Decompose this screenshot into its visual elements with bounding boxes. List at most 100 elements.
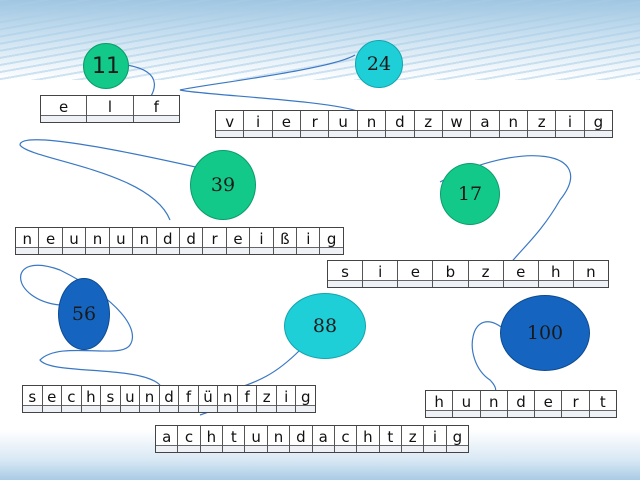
letter-cell: h [356,426,379,452]
letter-cell: z [526,111,556,137]
letter-cell: d [385,111,414,137]
letter-cell: ü [197,386,218,412]
letter-cell: u [328,111,358,137]
letter-cell: e [397,261,433,287]
letter-cell: u [119,386,140,412]
number-88-label: 88 [312,315,338,337]
letter-cell: a [470,111,499,137]
number-88[interactable]: 88 [284,293,366,359]
letter-cell: c [177,426,201,452]
letter-cell: t [378,426,402,452]
letter-cell: n [266,426,290,452]
number-11-label: 11 [92,53,120,79]
letter-cell: c [333,426,357,452]
letter-cell: g [319,228,344,254]
letter-cell: n [479,391,508,417]
number-17[interactable]: 17 [440,163,500,225]
letter-cell: e [41,386,62,412]
letter-cell: b [432,261,468,287]
letter-cell: u [244,426,268,452]
letter-cell: f [236,386,257,412]
line-56-sechsundfuenfzig [20,264,161,386]
letter-cell: i [362,261,398,287]
letter-cell: h [537,261,574,287]
letter-cell: e [225,228,250,254]
letter-cell: n [356,111,386,137]
line-39-neunundneunzig [19,139,201,221]
letter-cell: f [178,386,198,412]
number-24-label: 24 [366,53,392,75]
letter-cell: i [555,111,585,137]
letter-cell: d [506,391,535,417]
letter-cell: i [243,111,273,137]
number-56[interactable]: 56 [58,278,110,350]
letter-cell: n [139,386,159,412]
letter-cell: n [498,111,528,137]
letter-cell: n [16,228,39,254]
letter-cell: r [300,111,329,137]
letter-cell: h [80,386,101,412]
letter-cell: v [216,111,244,137]
letter-cell: r [561,391,589,417]
letter-cell: w [441,111,471,137]
number-100-label: 100 [526,322,564,344]
letter-cell: u [61,228,86,254]
letter-cell: ß [272,228,297,254]
letter-cell: t [588,391,617,417]
letter-cell: s [100,386,120,412]
line-24-vierundzwanzig [179,54,361,113]
letter-cell: c [61,386,81,412]
letter-cell: h [426,391,453,417]
letter-cell: e [38,228,63,254]
line-17-siebzehn [439,155,572,271]
letter-cell: g [583,111,613,137]
number-39-label: 39 [210,174,236,196]
letter-cell: h [199,426,223,452]
letter-cell: t [222,426,245,452]
letter-cell: g [445,426,469,452]
letter-cell: i [249,228,274,254]
letter-cell: e [534,391,562,417]
letter-cell: z [400,426,424,452]
letter-cell: u [452,391,480,417]
letter-cell: i [296,228,320,254]
letter-cell: e [41,96,87,122]
letter-cell: n [85,228,110,254]
letter-cell: a [311,426,335,452]
letter-cell: g [295,386,315,412]
number-11[interactable]: 11 [83,43,129,89]
number-24[interactable]: 24 [355,40,403,88]
letter-cell: l [86,96,133,122]
letter-cell: n [572,261,609,287]
number-100[interactable]: 100 [500,295,590,371]
letter-cell: d [289,426,312,452]
letter-cell: n [132,228,156,254]
letter-cell: u [108,228,133,254]
letter-cell: i [275,386,296,412]
letter-cell: d [178,228,203,254]
letter-cell: e [502,261,538,287]
letter-cell: s [328,261,363,287]
letter-cell: r [202,228,227,254]
letter-cell: f [132,96,180,122]
number-56-label: 56 [71,303,97,325]
letter-cell: z [467,261,503,287]
number-39[interactable]: 39 [190,150,256,220]
letter-cell: a [156,426,178,452]
number-17-label: 17 [457,183,483,205]
letter-cell: z [256,386,276,412]
letter-cell: d [155,228,180,254]
letter-cell: z [413,111,443,137]
letter-cell: e [271,111,301,137]
letter-cell: s [23,386,42,412]
letter-cell: d [158,386,179,412]
letter-cell: n [217,386,237,412]
letter-cell: i [423,426,447,452]
